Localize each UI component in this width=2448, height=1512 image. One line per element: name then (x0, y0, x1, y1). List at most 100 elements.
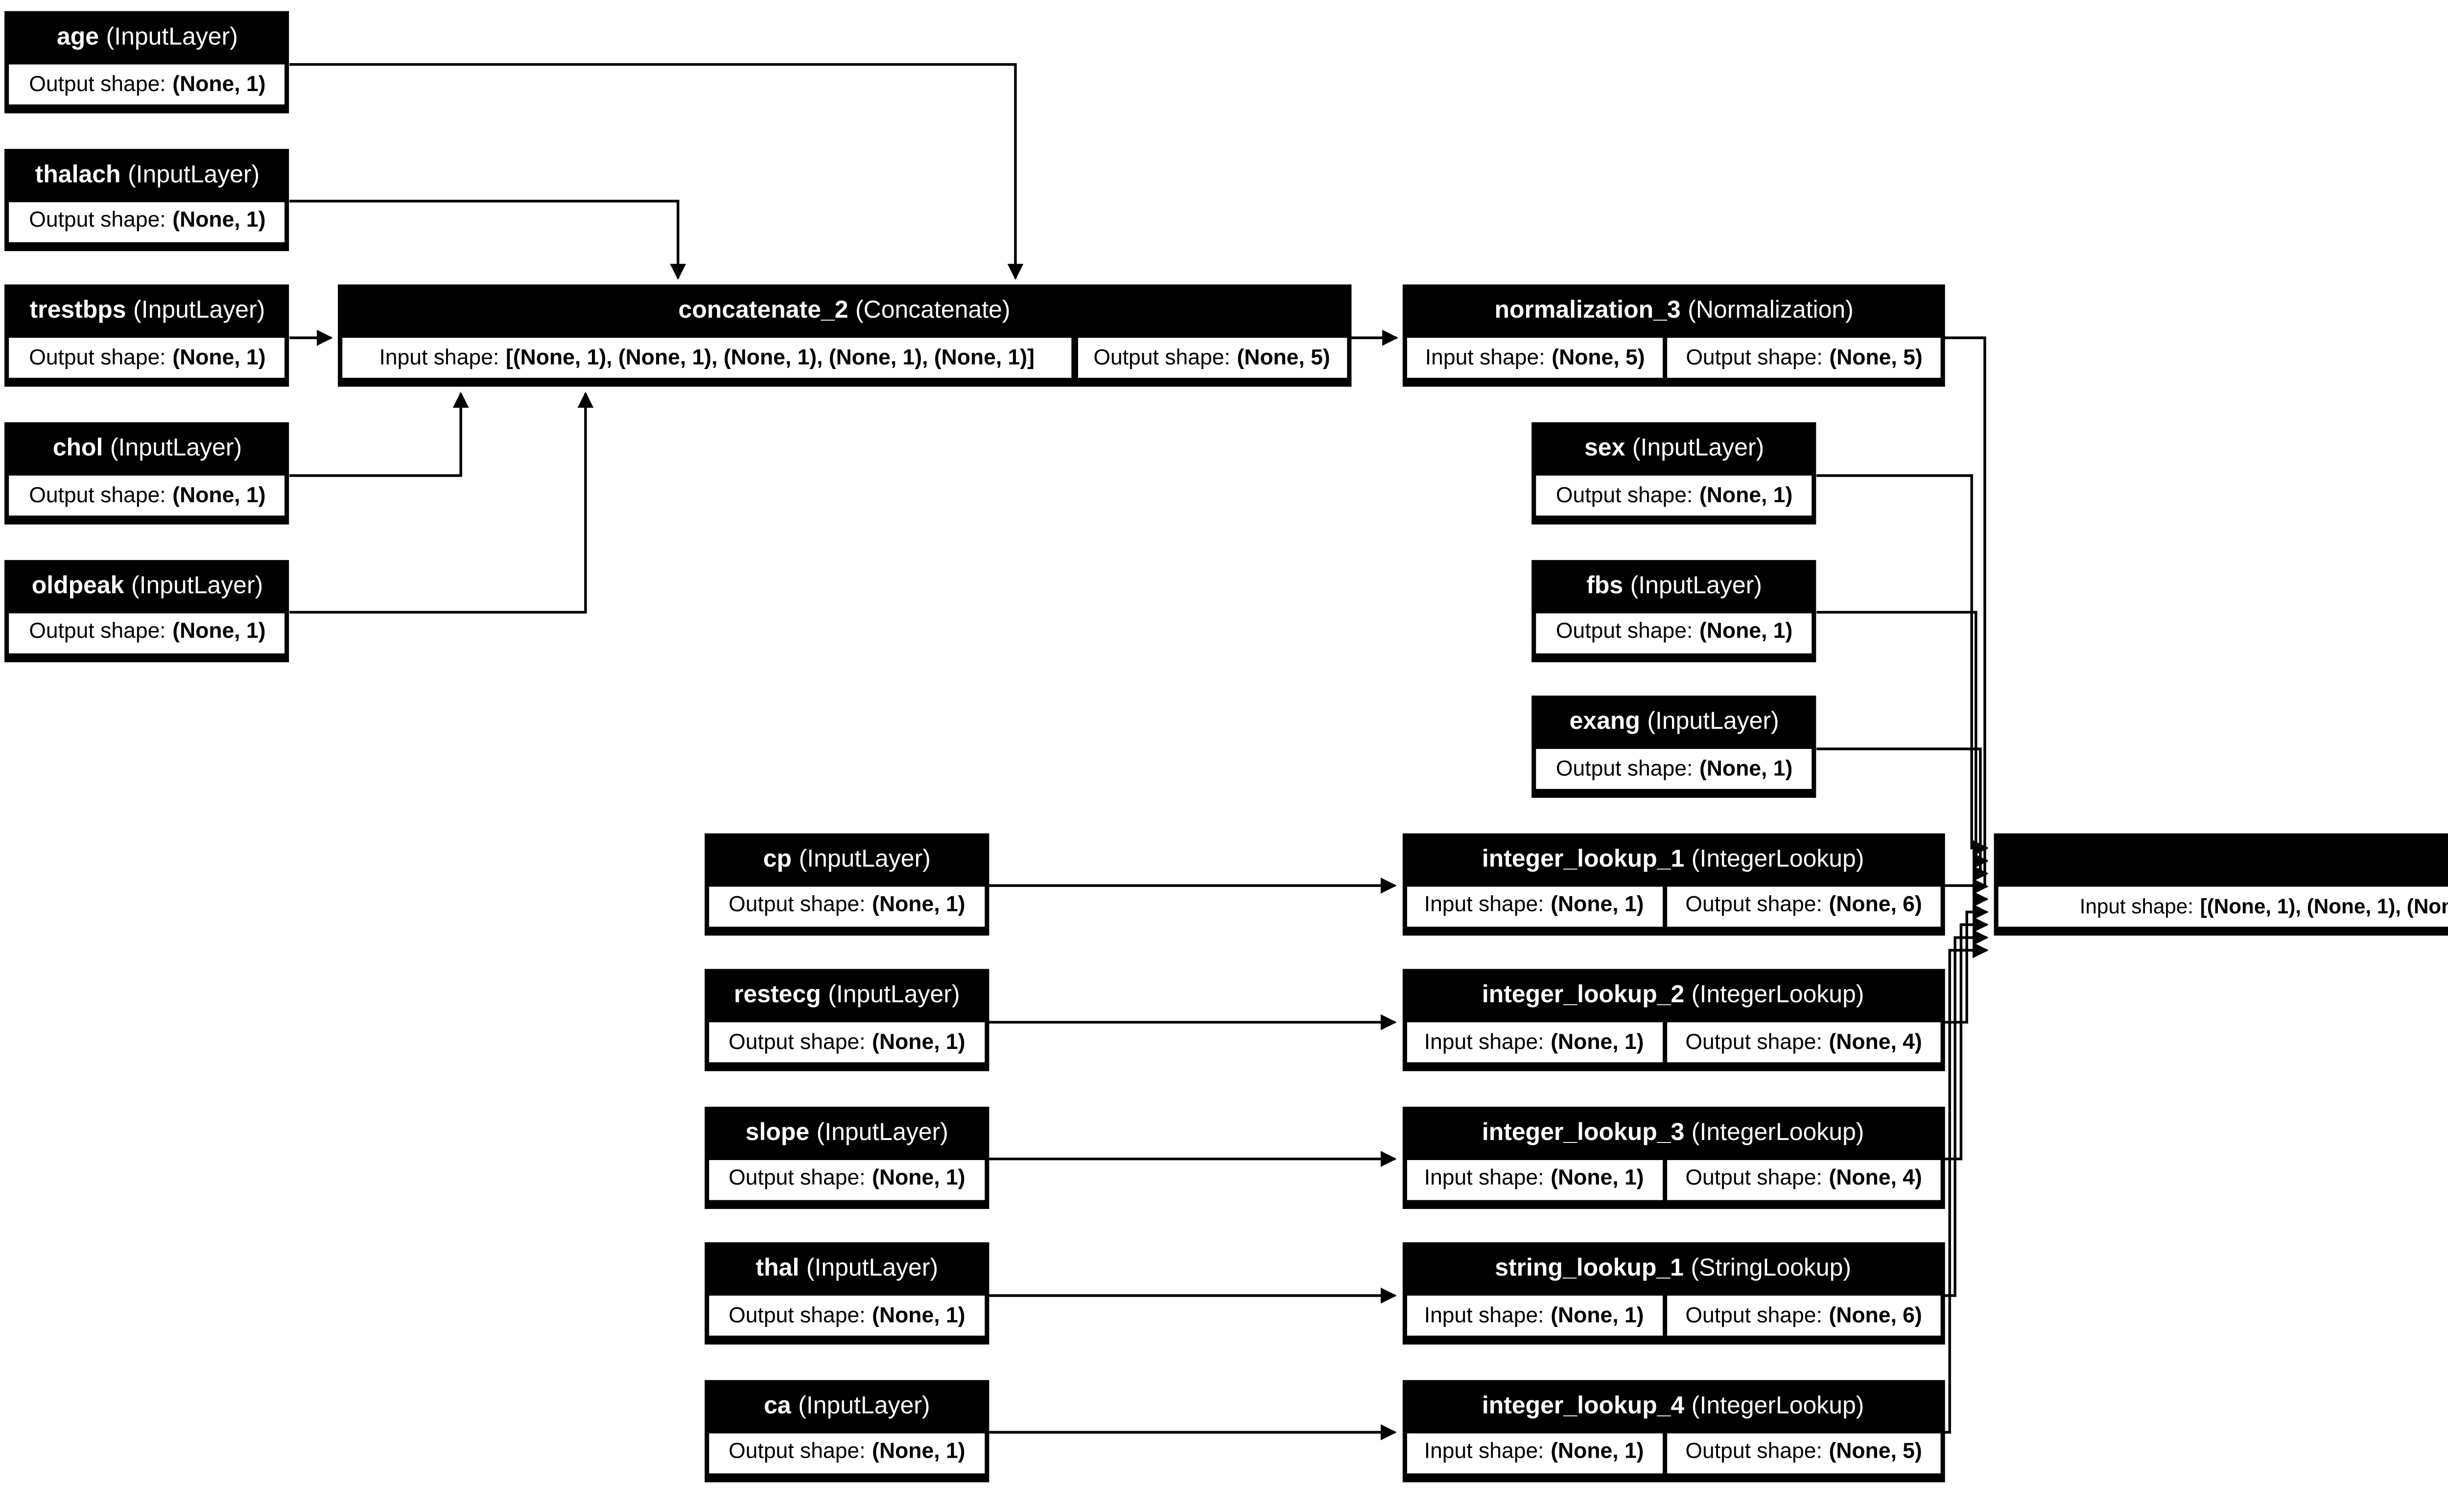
layer-name: cp (763, 845, 792, 873)
node-integer_lookup_1-header: integer_lookup_1(IntegerLookup) (1402, 832, 1944, 885)
layer-name: fbs (1586, 572, 1624, 599)
layer-type: (InputLayer) (799, 845, 931, 873)
cell-value: (None, 1) (1551, 893, 1644, 918)
cell-value: (None, 6) (1829, 893, 1922, 918)
output-shape-cell: Output shape:(None, 1) (9, 64, 285, 105)
cell-value: (None, 1) (872, 1030, 965, 1055)
node-fbs-header: fbs(InputLayer) (1532, 559, 1816, 612)
cell-label: Output shape: (729, 893, 866, 918)
layer-type: (IntegerLookup) (1691, 845, 1864, 873)
cell-value: (None, 1) (1551, 1440, 1644, 1465)
layer-name: string_lookup_1 (1495, 1256, 1684, 1282)
cell-label: Output shape: (29, 483, 166, 508)
edge-integer_lookup_3-to-concatenate_3 (1944, 916, 1989, 1161)
cell-label: Input shape: (1424, 893, 1544, 918)
layer-name: concatenate_2 (678, 298, 848, 325)
node-restecg-header: restecg(InputLayer) (705, 969, 989, 1023)
layer-name: integer_lookup_3 (1482, 1118, 1685, 1146)
cell-value: (None, 1) (1699, 756, 1793, 781)
cell-label: Input shape: (1424, 1303, 1544, 1328)
node-oldpeak: oldpeak(InputLayer) Output shape:(None, … (5, 558, 290, 661)
cell-value: (None, 1) (1551, 1166, 1644, 1191)
edge-thalach-to-concatenate_2 (289, 200, 686, 280)
cell-label: Output shape: (29, 72, 166, 97)
layer-name: restecg (734, 982, 821, 1009)
node-integer_lookup_3: integer_lookup_3(IntegerLookup) Input sh… (1402, 1105, 1945, 1208)
node-ca-header: ca (InputLayer) (705, 1379, 989, 1432)
node-ca: ca(InputLayer) Output shape:(None, 1) (705, 1379, 989, 1482)
layer-type: (InputLayer) (816, 1118, 948, 1146)
node-thal-header: thal(InputLayer) (705, 1242, 989, 1296)
input-shape-cell: Input shape: (None, 1) (1406, 885, 1662, 926)
cell-value: (None, 4) (1829, 1166, 1922, 1191)
node-age: age(InputLayer) Output shape:(None, 1) (5, 11, 290, 114)
input-shape-cell: Input shape: [(None, 1), (None, 1), (None… (1998, 885, 2448, 926)
cell-label: Output shape: (1686, 346, 1823, 370)
layer-name: integer_lookup_1 (1482, 845, 1685, 873)
node-thalach: thalach(InputLayer) Output shape:(None, … (5, 147, 290, 250)
cell-value: (None, 6) (1829, 1303, 1922, 1328)
cell-label: Output shape: (729, 1166, 866, 1191)
output-shape-cell: Output shape:(None, 1) (1536, 749, 1812, 789)
output-shape-cell: Output shape:(None, 1) (709, 1295, 985, 1336)
edge-sex-to-concatenate_3 (1816, 474, 1989, 856)
node-sex: sex(InputLayer) Output shape:(None, 1) (1532, 422, 1817, 525)
node-thalach-header: thalach(InputLayer) (5, 148, 289, 201)
node-string_lookup_1-header: string_lookup_1 (StringLookup) (1402, 1242, 1944, 1296)
cell-label: Output shape: (1685, 1166, 1822, 1191)
cell-value: [(None, 1), (None, 1), (None, 1), (None,… (2200, 894, 2448, 917)
output-shape-cell: Output shape:(None, 1) (9, 612, 285, 652)
cell-value: (None, 5) (1552, 346, 1645, 370)
edge-fbs-to-concatenate_3 (1816, 611, 1989, 869)
cell-value: (None, 1) (872, 893, 965, 918)
node-fbs: fbs(InputLayer) Output shape:(None, 1) (1532, 558, 1817, 661)
layer-type: (InputLayer) (798, 1392, 930, 1419)
layer-name: ca (764, 1392, 791, 1419)
layer-name: chol (52, 435, 103, 463)
node-slope-header: slope(InputLayer) (705, 1106, 989, 1159)
node-integer_lookup_4: integer_lookup_4(IntegerLookup) Input sh… (1402, 1379, 1945, 1482)
cell-label: Output shape: (1685, 1303, 1822, 1328)
input-shape-cell: Input shape:(None, 1) (1406, 1159, 1662, 1199)
layer-type: (IntegerLookup) (1691, 982, 1864, 1009)
cell-label: Output shape: (29, 346, 166, 370)
layer-type: (InputLayer) (131, 572, 263, 599)
cell-value: (None, 1) (1551, 1303, 1644, 1328)
node-chol: chol(InputLayer) Output shape:(None, 1) (5, 422, 290, 525)
node-integer_lookup_1: integer_lookup_1(IntegerLookup) Input sh… (1402, 832, 1945, 935)
cell-value: (None, 5) (1829, 1440, 1922, 1465)
cell-value: (None, 1) (1551, 1030, 1644, 1055)
cell-value: (None, 5) (1237, 346, 1330, 370)
output-shape-cell: Output shape:(None, 6) (1668, 885, 1940, 926)
node-concatenate_3-header: concatenate_3(Concatenate) (1994, 832, 2448, 885)
layer-type: (InputLayer) (133, 298, 265, 325)
output-shape-cell: Output shape: (None, 4) (1668, 1159, 1940, 1199)
node-integer_lookup_4-header: integer_lookup_4(IntegerLookup) (1402, 1379, 1944, 1432)
layer-type: (IntegerLookup) (1691, 1118, 1864, 1146)
output-shape-cell: Output shape:(None, 1) (9, 475, 285, 516)
output-shape-cell: Output shape:(None, 1) (9, 338, 285, 378)
layer-name: exang (1569, 709, 1640, 736)
output-shape-cell: Output shape:(None, 5) (1668, 1432, 1940, 1472)
cell-label: Input shape: (2079, 894, 2194, 917)
cell-label: Output shape: (729, 1440, 866, 1465)
cell-label: Output shape: (29, 209, 166, 233)
layer-name: trestbps (29, 298, 126, 325)
cell-label: Output shape: (1555, 756, 1693, 781)
cell-value: (None, 1) (172, 620, 266, 645)
input-shape-cell: Input shape:[(None, 1), (None, 1), (None… (342, 338, 1072, 378)
edge-exang-to-concatenate_3 (1816, 747, 1989, 882)
node-exang: exang(InputLayer) Output shape:(None, 1) (1532, 696, 1817, 798)
node-thal: thal(InputLayer) Output shape:(None, 1) (705, 1242, 989, 1345)
layer-type: (InputLayer) (1632, 435, 1765, 463)
output-shape-cell: Output shape:(None, 1) (1536, 612, 1812, 652)
layer-name: normalization_3 (1494, 298, 1681, 325)
layer-type: (StringLookup) (1691, 1256, 1852, 1282)
cell-value: (None, 1) (872, 1166, 965, 1191)
cell-value: (None, 1) (872, 1303, 965, 1328)
cell-label: Output shape: (1685, 1030, 1822, 1055)
node-concatenate_3: concatenate_3(Concatenate) Input shape: [… (1994, 832, 2448, 935)
output-shape-cell: Output shape:(None, 1) (709, 1159, 985, 1199)
layer-name: slope (745, 1118, 810, 1146)
cell-value: (None, 1) (172, 346, 266, 370)
